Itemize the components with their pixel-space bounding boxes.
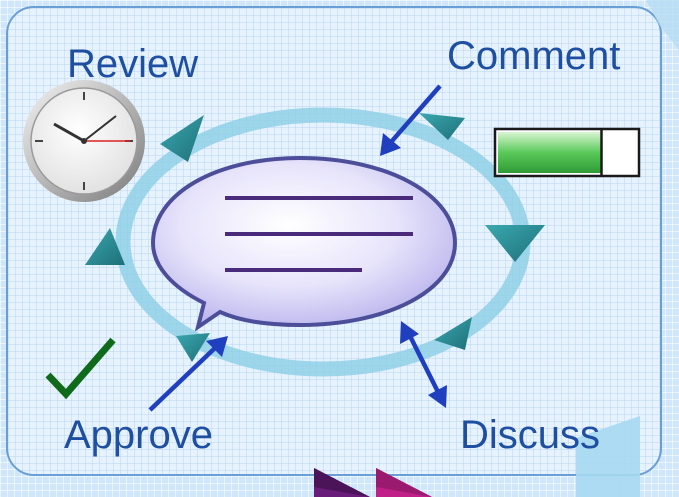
approve-label: Approve	[64, 413, 213, 457]
cycle-arrowhead	[160, 115, 204, 162]
review-label: Review	[67, 42, 199, 86]
cycle-arrowhead	[485, 225, 545, 262]
corner-ribbon-decoration	[576, 0, 679, 497]
cycle-arrowheads	[85, 113, 545, 362]
comment-label: Comment	[447, 34, 621, 78]
cycle-arrowhead	[434, 317, 472, 350]
cycle-arrowhead	[85, 228, 125, 265]
speech-bubble-icon	[150, 155, 458, 332]
progress-bar-fill	[498, 132, 602, 173]
approve-pointer-arrow	[148, 336, 228, 412]
progress-bar-icon	[493, 127, 641, 178]
cycle-arrowhead	[419, 113, 465, 140]
clock-icon	[23, 80, 145, 202]
comment-pointer-arrow	[380, 84, 442, 156]
discuss-label: Discuss	[460, 413, 601, 457]
checkmark-icon	[45, 337, 116, 400]
cycle-arrowhead	[176, 333, 210, 362]
next-arrows-decoration	[314, 468, 432, 497]
discuss-pointer-arrow	[400, 321, 447, 408]
